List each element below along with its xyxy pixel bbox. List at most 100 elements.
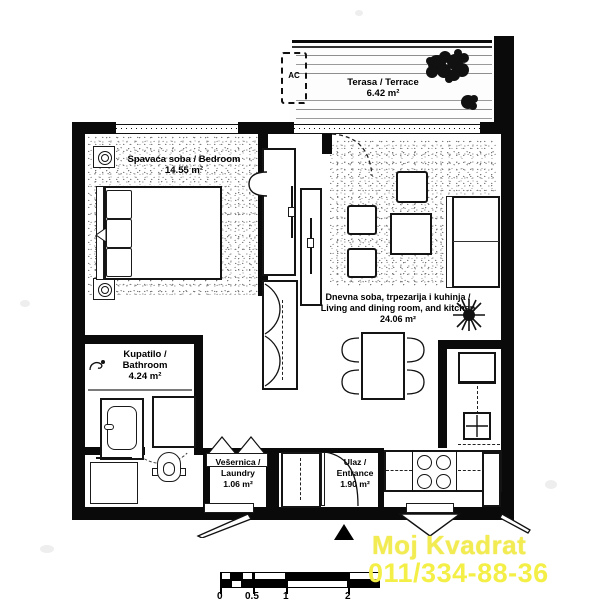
laundry-label-line3: 1.06 m² bbox=[223, 479, 253, 489]
kitchen-counter-dash bbox=[458, 444, 500, 445]
terrace-floor-line bbox=[296, 73, 492, 74]
bedroom-window bbox=[116, 124, 238, 134]
terrace-floor-line bbox=[296, 109, 492, 110]
dining-chair bbox=[406, 369, 425, 395]
sink-faucet bbox=[104, 424, 114, 430]
coffee-table bbox=[390, 213, 432, 255]
terrace-floor-line bbox=[296, 118, 492, 119]
scale-tick-label: 0.5 bbox=[245, 591, 259, 602]
laundry-machine bbox=[206, 453, 268, 467]
scale-seg bbox=[286, 580, 348, 588]
scale-tick-label: 0 bbox=[217, 591, 223, 602]
bedside-lamp-icon bbox=[101, 154, 109, 162]
armchair-icon bbox=[248, 171, 268, 197]
entrance-label-line3: 1.90 m² bbox=[340, 479, 370, 489]
entrance-door-swing bbox=[324, 451, 359, 507]
pillow bbox=[106, 219, 132, 248]
side-stool bbox=[396, 171, 428, 203]
terrace-floor-line bbox=[296, 55, 492, 56]
terrace-label-line1: Terasa / Terrace bbox=[347, 77, 419, 88]
armchair bbox=[347, 248, 377, 278]
scan-artifact bbox=[40, 545, 54, 553]
interior-wall-entrance-right bbox=[378, 448, 384, 510]
living-room-door-swing bbox=[331, 133, 373, 177]
sofa-divider bbox=[453, 241, 499, 243]
entry-door-leaf bbox=[500, 513, 531, 534]
entry-door-leaf bbox=[196, 513, 252, 538]
wardrobe-knob bbox=[288, 207, 295, 217]
exterior-wall-left bbox=[72, 122, 85, 520]
bathroom-fixture bbox=[90, 462, 138, 504]
kitchen-counter-dash bbox=[458, 470, 500, 471]
terrace-parapet-line bbox=[292, 46, 492, 48]
stove-burner bbox=[436, 474, 451, 489]
sofa-backrest bbox=[446, 196, 453, 288]
corridor-cabinet-curve bbox=[264, 283, 281, 387]
bottom-window bbox=[204, 503, 254, 513]
interior-wall-laundry-left bbox=[203, 448, 210, 510]
toilet-seat bbox=[163, 462, 175, 476]
plant-icon bbox=[461, 95, 478, 110]
dining-chair bbox=[406, 337, 425, 363]
kitchen-counter-divider bbox=[456, 450, 458, 492]
entrance-closet bbox=[281, 452, 321, 508]
dining-chair bbox=[341, 337, 360, 363]
terrace-column bbox=[494, 36, 514, 129]
pillow bbox=[106, 190, 132, 219]
corridor-cabinet bbox=[262, 280, 298, 390]
terrace-parapet bbox=[292, 40, 492, 43]
armchair bbox=[347, 205, 377, 235]
bathroom-label-line1: Kupatilo / bbox=[123, 349, 167, 360]
scale-bar: 0 0.5 1 2 bbox=[217, 572, 380, 602]
scale-tick-label: 2 bbox=[345, 591, 351, 602]
kitchen-counter-divider bbox=[412, 450, 414, 492]
scan-artifact bbox=[20, 300, 30, 307]
scale-seg bbox=[253, 580, 286, 588]
interior-wall-laundry-right bbox=[266, 448, 273, 510]
scale-seg bbox=[253, 572, 286, 580]
terrace-area bbox=[290, 44, 512, 126]
interior-wall-laundry-top bbox=[203, 448, 273, 453]
kitchen-upper-cabinet bbox=[458, 352, 496, 384]
scale-seg bbox=[242, 580, 253, 588]
bathroom-fixture-line bbox=[96, 457, 132, 459]
shower-icon bbox=[89, 360, 105, 371]
interior-wall-entrance-top bbox=[279, 448, 384, 453]
terrace-floor-line bbox=[296, 100, 492, 101]
scale-seg bbox=[286, 572, 348, 580]
plant-icon bbox=[453, 299, 485, 331]
entrance-label-line2: Entrance bbox=[336, 468, 374, 478]
dining-table bbox=[361, 332, 405, 400]
shower-tray bbox=[152, 396, 196, 448]
kitchen-sink-icon bbox=[466, 415, 488, 437]
plant-icon bbox=[426, 49, 469, 83]
stove-burner bbox=[417, 474, 432, 489]
watermark-phone: 011/334-88-36 bbox=[368, 558, 549, 588]
scale-tick bbox=[253, 572, 255, 594]
bedroom-label-line1: Spavaća soba / Bedroom bbox=[127, 154, 241, 165]
scale-tick bbox=[348, 572, 350, 594]
living-room-label-line2: Living and dining room, and kitchen bbox=[320, 303, 476, 313]
entrance-door-leaf bbox=[321, 452, 325, 506]
scale-seg bbox=[231, 580, 242, 588]
scale-tick bbox=[286, 572, 288, 594]
kitchen-tall-unit bbox=[482, 452, 501, 507]
scale-tick-label: 1 bbox=[283, 591, 289, 602]
bathroom-counter-edge bbox=[88, 389, 192, 391]
pillow bbox=[106, 248, 132, 277]
bottom-window bbox=[406, 503, 454, 513]
terrace-floor-line bbox=[296, 64, 492, 65]
scale-seg bbox=[220, 580, 231, 588]
watermark-brand: Moj Kvadrat bbox=[372, 530, 527, 560]
living-room-window bbox=[294, 124, 480, 134]
laundry-label-line1: Vešernica / bbox=[215, 457, 261, 467]
living-room-label-line1: Dnevna soba, trpezarija i kuhinja / bbox=[325, 292, 471, 302]
stove-burner bbox=[436, 455, 451, 470]
kitchen-cabinet-edge bbox=[458, 381, 496, 383]
scale-tick bbox=[220, 572, 222, 594]
bathroom-label-line3: 4.24 m² bbox=[128, 371, 162, 382]
entrance-closet-dash bbox=[300, 458, 301, 500]
living-room-label-line3: 24.06 m² bbox=[379, 314, 417, 324]
interior-wall-entrance-left bbox=[273, 448, 279, 510]
